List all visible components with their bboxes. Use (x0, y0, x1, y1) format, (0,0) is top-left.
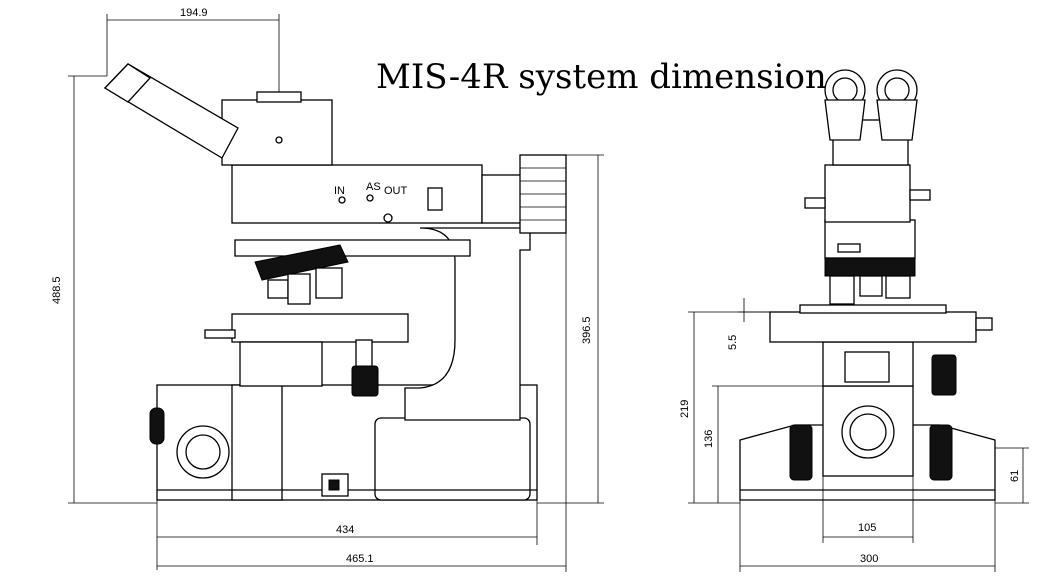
power-switch-rocker (328, 479, 340, 491)
side-arm-column (404, 227, 531, 421)
dim-low-knob-height: 61 (1009, 470, 1021, 482)
dim-total-length: 465.1 (346, 553, 374, 565)
panel-mark-as: AS (366, 181, 381, 193)
front-nosepiece (824, 257, 916, 277)
side-base-front (231, 384, 283, 501)
side-fine-knob (149, 407, 165, 445)
side-camera-port (256, 91, 302, 103)
drawing-title: MIS-4R system dimension (376, 57, 827, 97)
front-head (824, 164, 911, 223)
side-stage-carrier (239, 341, 323, 387)
side-objective-3 (315, 267, 343, 299)
dim-eyepiece-offset: 194.9 (180, 7, 208, 19)
side-base-block (374, 417, 531, 501)
side-nosepiece (254, 244, 349, 281)
front-knob-right (929, 424, 953, 481)
side-stage-handle (204, 329, 236, 339)
dim-base-width: 300 (860, 553, 878, 565)
front-stage-handle (975, 317, 993, 331)
side-stage-drive-knob (351, 365, 379, 397)
dim-base-length: 434 (336, 524, 354, 536)
front-objective-3 (885, 275, 911, 299)
panel-mark-out: OUT (384, 185, 408, 197)
side-coarse-knob-inner (185, 434, 221, 470)
side-illuminator-body (231, 164, 483, 224)
panel-knob-3 (383, 213, 393, 223)
front-objective-2 (859, 275, 883, 297)
dim-knob-height: 136 (703, 430, 715, 448)
side-stage (231, 313, 409, 343)
side-illuminator-arm (234, 239, 471, 257)
dim-total-height: 488.5 (51, 276, 63, 304)
dim-stage-thickness: 5.5 (727, 335, 739, 350)
panel-mark-in: IN (334, 185, 345, 197)
front-stage-drive-knob (931, 354, 957, 396)
front-stage (769, 311, 977, 343)
dim-center-width: 105 (858, 522, 876, 534)
front-knob-left (789, 424, 813, 481)
dim-stage-height: 219 (679, 400, 691, 418)
side-view: IN AS OUT 194.9 488.5 396.5 434 465.1 (51, 7, 604, 572)
dim-arm-height: 396.5 (581, 316, 593, 344)
side-eyepiece (103, 63, 152, 103)
side-trinocular-head (221, 99, 333, 166)
front-objective-1 (829, 275, 855, 305)
side-objective-1 (267, 279, 289, 299)
panel-knob-2 (366, 194, 374, 202)
side-objective-2 (287, 273, 311, 305)
front-view: 5.5 219 136 61 105 300 (679, 69, 1029, 572)
side-illuminator-neck (481, 174, 523, 224)
panel-knob-1 (338, 196, 346, 204)
side-slider-slot (427, 187, 443, 211)
